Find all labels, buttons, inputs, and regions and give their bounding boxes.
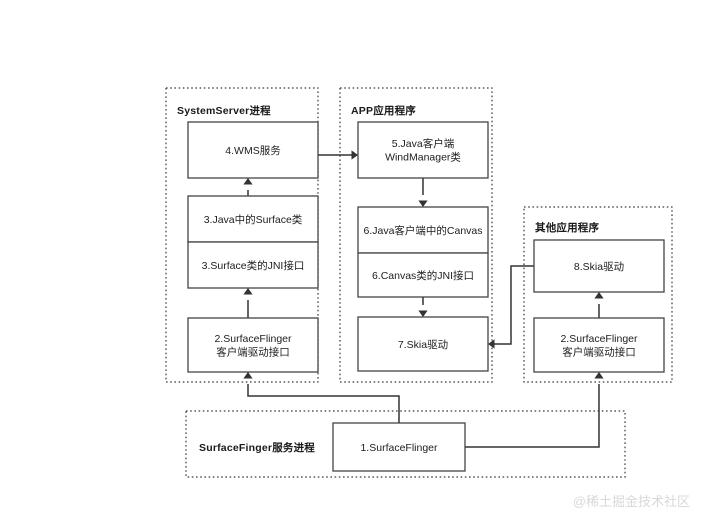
node-label-sf-client-driver-left-1: 客户端驱动接口 [216,346,290,359]
node-label-java-windmanager-0: 5.Java客户端 [392,137,455,150]
edge-arrowhead-skia8-to-skia7 [488,339,495,349]
node-java-canvas[interactable]: 6.Java客户端中的Canvas [357,206,489,254]
edge-windmanager-to-canvas [418,178,428,207]
edge-surfaceflinger-to-sfclientleft [243,372,400,423]
edge-arrowhead-sfclientleft-to-surfacejni [243,288,253,295]
node-label-skia-driver-8-0: 8.Skia驱动 [574,261,624,273]
node-box-skia-driver-7[interactable] [357,316,489,372]
node-box-sf-client-driver-left[interactable] [187,317,319,373]
node-label-sf-client-driver-right-1: 客户端驱动接口 [562,346,636,359]
edge-surfaceflinger-to-sfclientright [465,372,604,448]
node-box-java-surface[interactable] [187,195,319,243]
edge-sfclientleft-to-surfacejni [243,288,253,318]
edges-layer [243,150,604,448]
node-box-canvas-jni[interactable] [357,252,489,298]
node-canvas-jni[interactable]: 6.Canvas类的JNI接口 [357,252,489,298]
node-box-skia-driver-8[interactable] [533,239,665,293]
node-label-skia-driver-7-0: 7.Skia驱动 [398,339,448,351]
edge-arrowhead-canvasjni-to-skia7 [418,310,428,317]
edge-wms-to-windmanager [318,150,358,160]
edge-arrowhead-sfclientright-to-skia8 [594,292,604,299]
edge-line-surfaceflinger-to-sfclientleft [247,384,400,423]
node-label-java-surface-0: 3.Java中的Surface类 [204,213,303,226]
edge-arrowhead-surfaceflinger-to-sfclientleft [243,372,253,379]
node-wms[interactable]: 4.WMS服务 [187,121,319,179]
node-label-surface-jni-0: 3.Surface类的JNI接口 [202,259,305,272]
group-other-app: 其他应用程序 [523,206,673,383]
edge-arrowhead-windmanager-to-canvas [418,200,428,207]
node-box-surface-jni[interactable] [187,241,319,289]
edge-canvasjni-to-skia7 [418,297,428,317]
edge-sfclientright-to-skia8 [594,292,604,318]
node-label-sf-client-driver-left-0: 2.SurfaceFlinger [214,333,292,345]
node-skia-driver-8[interactable]: 8.Skia驱动 [533,239,665,293]
watermark-layer: @稀土掘金技术社区 [573,494,690,509]
node-box-surfaceflinger[interactable] [332,422,466,472]
node-skia-driver-7[interactable]: 7.Skia驱动 [357,316,489,372]
group-title-system-server: SystemServer进程 [177,104,271,117]
edge-line-surfaceflinger-to-sfclientright [465,384,600,448]
group-frame-surfaceflinger-service [185,410,626,478]
edge-javasurface-to-wms [243,178,253,196]
node-box-java-windmanager[interactable] [357,121,489,179]
nodes-layer: 4.WMS服务 3.Java中的Surface类 3.Surface类的JNI接口 2… [187,121,665,472]
node-surface-jni[interactable]: 3.Surface类的JNI接口 [187,241,319,289]
node-label-sf-client-driver-right-0: 2.SurfaceFlinger [560,333,638,345]
group-title-app-process: APP应用程序 [351,104,416,117]
group-title-other-app: 其他应用程序 [535,221,599,234]
node-box-sf-client-driver-right[interactable] [533,317,665,373]
watermark-label: @稀土掘金技术社区 [573,494,690,509]
group-frame-app-process [339,87,493,383]
edge-arrowhead-surfaceflinger-to-sfclientright [594,372,604,379]
group-frame-other-app [523,206,673,383]
node-label-java-windmanager-1: WindManager类 [385,151,461,164]
node-box-wms[interactable] [187,121,319,179]
edge-skia8-to-skia7 [488,265,534,349]
node-label-java-canvas-0: 6.Java客户端中的Canvas [363,224,482,237]
group-app-process: APP应用程序 [339,87,493,383]
edge-arrowhead-wms-to-windmanager [351,150,358,160]
node-box-java-canvas[interactable] [357,206,489,254]
node-label-surfaceflinger-0: 1.SurfaceFlinger [360,442,438,454]
group-title-surfaceflinger-service: SurfaceFinger服务进程 [199,441,315,454]
edge-line-skia8-to-skia7 [494,265,534,345]
node-surfaceflinger[interactable]: 1.SurfaceFlinger [332,422,466,472]
node-label-wms-0: 4.WMS服务 [225,144,281,157]
edge-arrowhead-javasurface-to-wms [243,178,253,185]
node-java-surface[interactable]: 3.Java中的Surface类 [187,195,319,243]
node-label-canvas-jni-0: 6.Canvas类的JNI接口 [372,269,474,282]
group-surfaceflinger-service: SurfaceFinger服务进程 [185,410,626,478]
